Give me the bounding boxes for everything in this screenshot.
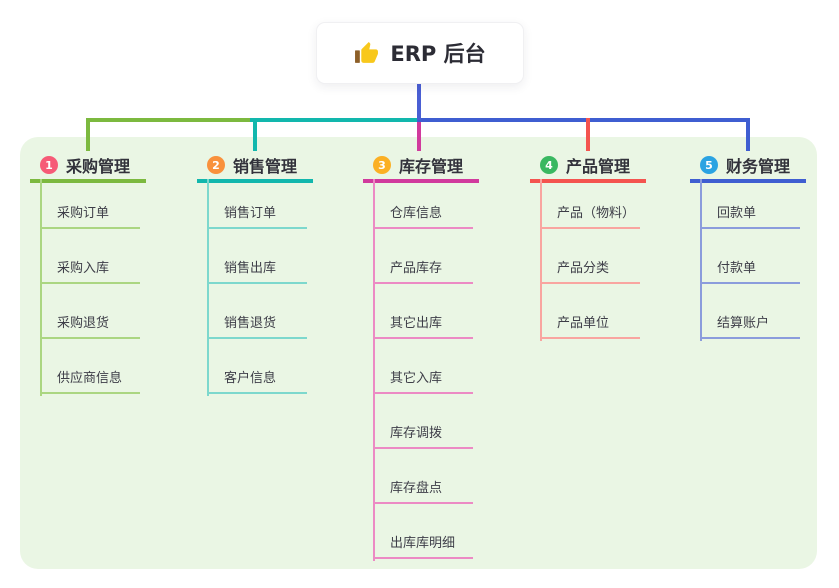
child-label: 产品单位: [557, 315, 610, 331]
child-node[interactable]: 产品库存: [373, 252, 473, 284]
child-label: 采购订单: [57, 205, 110, 221]
child-node[interactable]: 供应商信息: [40, 362, 140, 394]
child-node[interactable]: 销售退货: [207, 307, 307, 339]
branch-header-2[interactable]: 2 销售管理: [197, 151, 313, 183]
child-node[interactable]: 其它入库: [373, 362, 473, 394]
child-node[interactable]: 其它出库: [373, 307, 473, 339]
branch-header-1[interactable]: 1 采购管理: [30, 151, 146, 183]
child-label: 销售出库: [224, 260, 277, 276]
child-label: 供应商信息: [57, 370, 123, 386]
child-label: 产品分类: [557, 260, 610, 276]
branch-5-badge: 5: [700, 156, 718, 174]
child-node[interactable]: 付款单: [700, 252, 800, 284]
child-label: 付款单: [717, 260, 757, 276]
connector-drop-branch5: [746, 118, 750, 151]
child-label: 回款单: [717, 205, 757, 221]
child-label: 客户信息: [224, 370, 277, 386]
branch-2-children-line: [207, 179, 209, 396]
branch-3-children-line: [373, 179, 375, 561]
thumbs-up-icon: [355, 41, 379, 63]
child-node[interactable]: 出库库明细: [373, 527, 473, 559]
child-label: 仓库信息: [390, 205, 443, 221]
child-node[interactable]: 库存盘点: [373, 472, 473, 504]
child-node[interactable]: 库存调拨: [373, 417, 473, 449]
child-label: 其它出库: [390, 315, 443, 331]
branch-2-badge: 2: [207, 156, 225, 174]
branch-header-5[interactable]: 5 财务管理: [690, 151, 806, 183]
child-label: 采购退货: [57, 315, 110, 331]
branch-3-badge: 3: [373, 156, 391, 174]
child-label: 销售订单: [224, 205, 277, 221]
branch-1-label: 采购管理: [66, 157, 131, 176]
root-node[interactable]: ERP 后台: [316, 22, 524, 84]
child-label: 产品（物料）: [557, 205, 636, 221]
branch-header-4[interactable]: 4 产品管理: [530, 151, 646, 183]
branch-1-badge: 1: [40, 156, 58, 174]
branch-1-children-line: [40, 179, 42, 396]
child-node[interactable]: 产品分类: [540, 252, 640, 284]
child-label: 其它入库: [390, 370, 443, 386]
child-node[interactable]: 结算账户: [700, 307, 800, 339]
child-node[interactable]: 采购入库: [40, 252, 140, 284]
connector-drop-branch1: [86, 118, 90, 151]
connector-h-branch5: [417, 118, 750, 122]
child-label: 采购入库: [57, 260, 110, 276]
root-label: ERP 后台: [390, 42, 486, 66]
child-node[interactable]: 仓库信息: [373, 197, 473, 229]
child-label: 库存调拨: [390, 425, 443, 441]
connector-drop-branch4: [586, 118, 590, 151]
connector-root-stem: [417, 82, 421, 120]
child-node[interactable]: 产品（物料）: [540, 197, 640, 229]
branch-2-label: 销售管理: [233, 157, 298, 176]
connector-h-branch1: [86, 118, 254, 122]
child-label: 库存盘点: [390, 480, 443, 496]
child-label: 产品库存: [390, 260, 443, 276]
connector-drop-branch2: [253, 118, 257, 151]
branch-3-label: 库存管理: [399, 157, 464, 176]
child-node[interactable]: 客户信息: [207, 362, 307, 394]
branches-panel: [20, 137, 817, 569]
child-label: 销售退货: [224, 315, 277, 331]
child-node[interactable]: 销售出库: [207, 252, 307, 284]
branch-4-label: 产品管理: [566, 157, 631, 176]
branch-5-children-line: [700, 179, 702, 341]
child-label: 结算账户: [717, 315, 770, 331]
branch-5-label: 财务管理: [726, 157, 791, 176]
child-node[interactable]: 产品单位: [540, 307, 640, 339]
child-label: 出库库明细: [390, 535, 456, 551]
child-node[interactable]: 回款单: [700, 197, 800, 229]
connector-drop-branch3: [417, 122, 421, 151]
child-node[interactable]: 采购退货: [40, 307, 140, 339]
child-node[interactable]: 采购订单: [40, 197, 140, 229]
branch-4-children-line: [540, 179, 542, 341]
branch-4-badge: 4: [540, 156, 558, 174]
connector-h-branch2: [250, 118, 419, 122]
branch-header-3[interactable]: 3 库存管理: [363, 151, 479, 183]
child-node[interactable]: 销售订单: [207, 197, 307, 229]
